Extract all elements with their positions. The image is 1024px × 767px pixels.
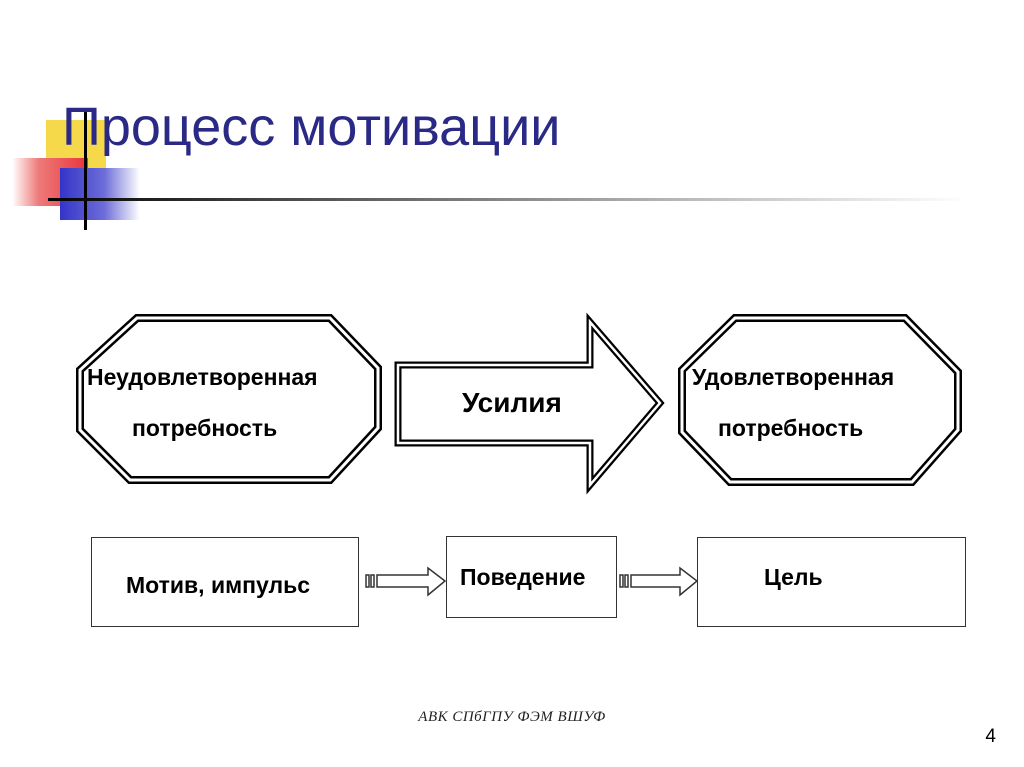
behavior-box bbox=[446, 536, 617, 618]
left-octagon bbox=[76, 314, 382, 484]
left-octagon-line2: потребность bbox=[132, 415, 278, 441]
page-title: Процесс мотивации bbox=[62, 97, 561, 157]
footer-text: АВК СПбГПУ ФЭМ ВШУФ bbox=[418, 709, 606, 725]
goal-box bbox=[697, 537, 966, 627]
motive-box bbox=[91, 537, 359, 627]
page-number: 4 bbox=[985, 726, 996, 747]
small-arrow-2 bbox=[619, 566, 699, 597]
left-octagon-line1: Неудовлетворенная bbox=[87, 364, 318, 390]
decor-vertical-line bbox=[84, 112, 87, 230]
small-arrow-1 bbox=[365, 566, 447, 597]
right-octagon-line2: потребность bbox=[718, 415, 864, 441]
decor-blue-square bbox=[60, 168, 140, 220]
title-underline bbox=[48, 198, 968, 201]
goal-label: Цель bbox=[764, 564, 823, 590]
arrow-label: Усилия bbox=[462, 387, 562, 418]
motive-label: Мотив, импульс bbox=[126, 572, 311, 598]
right-octagon-line1: Удовлетворенная bbox=[692, 364, 895, 390]
behavior-label: Поведение bbox=[460, 564, 586, 590]
right-octagon bbox=[678, 314, 962, 486]
